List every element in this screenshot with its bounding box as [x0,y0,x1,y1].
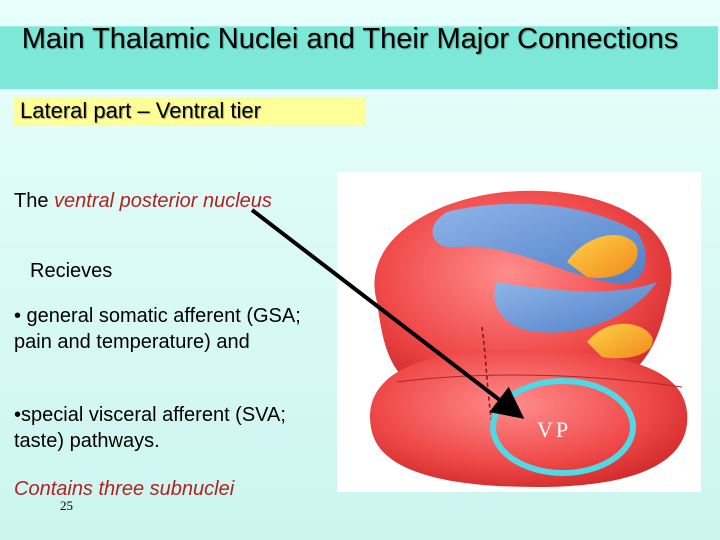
intro-plain-text: The [14,190,55,212]
receives-text: Recieves [30,260,113,282]
slide-title: Main Thalamic Nuclei and Their Major Con… [21,23,679,55]
intro-paragraph: The ventral posterior nucleus [14,188,274,214]
vp-label: VP [537,417,571,442]
lower-orange-region [587,323,653,359]
bullet-gsa: • general somatic afferent (GSA; pain an… [14,305,301,353]
slide-number: 25 [60,498,73,513]
thalamus-illustration: VP [337,172,701,492]
vp-highlight-circle [490,378,636,476]
title-bar [0,26,718,89]
upper-orange-region [567,235,638,278]
middle-blue-region [494,282,657,333]
subnuclei-note: Contains three subnuclei [14,478,235,500]
section-subtitle: Lateral part – Ventral tier [14,97,366,125]
nucleus-name: ventral posterior nucleus [54,190,272,212]
bullet-sva: •special visceral afferent (SVA; taste) … [14,404,286,452]
